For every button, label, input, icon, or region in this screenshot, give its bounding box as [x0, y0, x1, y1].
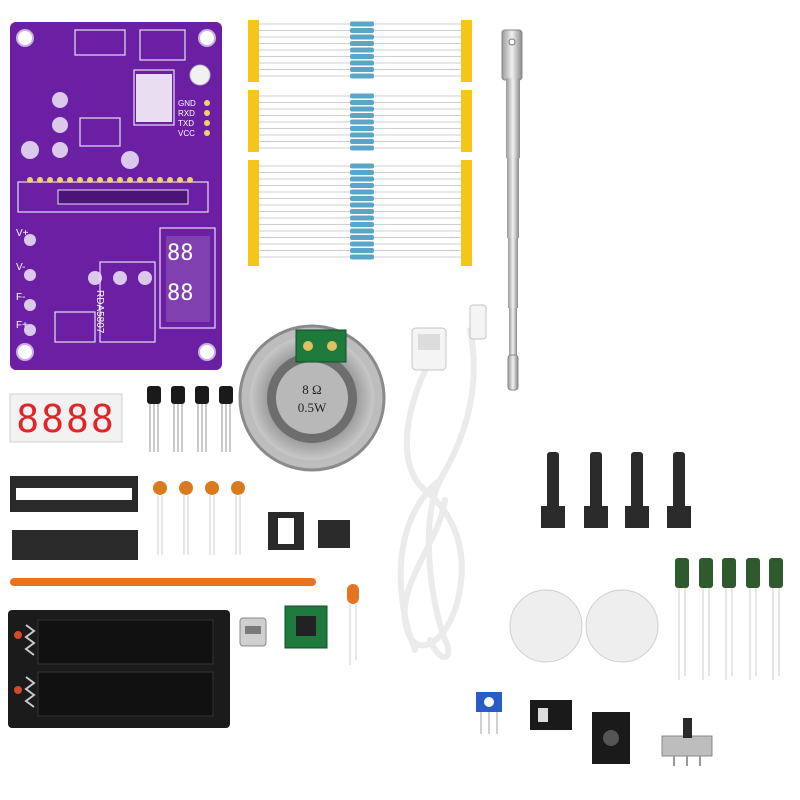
- resistor-body: [350, 176, 374, 182]
- battery-holder: [8, 610, 230, 728]
- pcb-side-label: F+: [16, 320, 28, 331]
- header-module: [530, 700, 572, 730]
- display-digits: 8888: [16, 397, 116, 441]
- resistor-body: [350, 132, 374, 138]
- resistor-body: [350, 106, 374, 112]
- resistor-body: [350, 126, 374, 131]
- resistor-body: [350, 139, 374, 144]
- resistor-body: [350, 254, 374, 260]
- resistor-body: [350, 241, 374, 247]
- adhesive-foam-pads: [509, 589, 659, 663]
- resistor-body: [350, 21, 374, 27]
- resistor-body: [350, 228, 374, 234]
- resistor-body: [350, 170, 374, 175]
- resistor-body: [350, 163, 374, 169]
- fm-radio-module: [284, 605, 328, 649]
- pcb-model-label: RDA5807: [94, 290, 105, 334]
- micro-usb-socket: [239, 617, 267, 647]
- resistor-body: [350, 235, 374, 240]
- ic-socket: [10, 476, 138, 512]
- audio-jack: [592, 712, 630, 764]
- resistor-body: [350, 183, 374, 188]
- slide-switch: [661, 718, 713, 766]
- speaker: 8 Ω 0.5W: [238, 324, 386, 472]
- speaker-impedance-label: 8 Ω: [302, 382, 321, 397]
- jumper-wire: [10, 578, 316, 586]
- resistor-body: [350, 215, 374, 221]
- soic-chip: [318, 520, 350, 548]
- resistor-body: [350, 100, 374, 105]
- speaker-power-label: 0.5W: [298, 400, 327, 415]
- resistor-body: [350, 189, 374, 195]
- ic-chip: [12, 530, 138, 560]
- transistors: [147, 386, 233, 452]
- svg-text:88: 88: [167, 281, 194, 306]
- seven-segment-display: 8888: [9, 393, 123, 443]
- resistor-body: [350, 47, 374, 53]
- pcb-mount-holes: [16, 29, 216, 361]
- resistor-body: [350, 67, 374, 72]
- usb-cable: [397, 327, 477, 660]
- resistor-body: [350, 54, 374, 59]
- resistor-body: [350, 202, 374, 208]
- pcb-pin-label: TXD: [178, 119, 194, 128]
- trimmer-potentiometer: [476, 692, 502, 734]
- resistor-body: [350, 119, 374, 125]
- pcb-pin-label: GND: [178, 99, 196, 108]
- resistor-body: [350, 28, 374, 33]
- resistor-body: [350, 60, 374, 66]
- telescopic-antenna: [501, 29, 523, 391]
- resistor-body: [350, 248, 374, 253]
- resistor-body: [350, 93, 374, 99]
- pcb-side-label: F-: [16, 292, 25, 303]
- resistor-body: [350, 41, 374, 46]
- resistor-body: [350, 73, 374, 79]
- led: [347, 584, 359, 665]
- resistor-tape-set: [248, 20, 472, 266]
- resistor-body: [350, 145, 374, 151]
- pcb-pin-label: RXD: [178, 109, 195, 118]
- ceramic-capacitors: [153, 481, 245, 555]
- resistor-body: [350, 113, 374, 118]
- resistor-body: [350, 196, 374, 201]
- pcb-side-label: V+: [16, 228, 29, 239]
- dip8-socket: [268, 512, 304, 550]
- resistor-body: [350, 222, 374, 227]
- resistor-body: [350, 34, 374, 40]
- resistor-rows: [259, 21, 461, 260]
- pcb-display-outline: 88: [167, 241, 194, 266]
- electrolytic-capacitors: [675, 558, 783, 680]
- tactile-buttons: [541, 452, 691, 528]
- resistor-body: [350, 209, 374, 214]
- usb-plug: [411, 304, 487, 371]
- pcb-board: 88 88 GND RXD TXD VCC V+ V- F- F+ RDA580…: [10, 22, 222, 370]
- pcb-header-pads: [27, 100, 210, 183]
- pcb-side-label: V-: [16, 262, 25, 273]
- pcb-pin-label: VCC: [178, 129, 195, 138]
